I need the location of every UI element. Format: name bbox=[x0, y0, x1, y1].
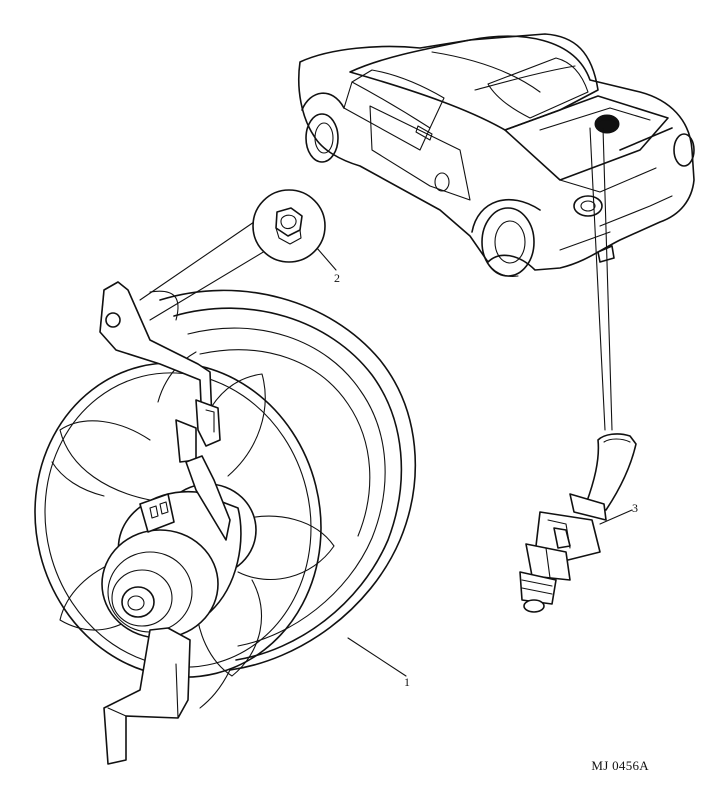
cooling-fan-assembly bbox=[34, 281, 417, 765]
callout-1: 1 bbox=[404, 675, 410, 689]
figure-code: MJ 0456A bbox=[591, 758, 649, 773]
car-illustration bbox=[297, 33, 695, 277]
callout-3: 3 bbox=[632, 501, 638, 515]
fan-switch bbox=[519, 433, 637, 613]
leader-lines bbox=[139, 127, 633, 677]
callout-2: 2 bbox=[334, 271, 340, 285]
nut-detail bbox=[252, 189, 326, 263]
